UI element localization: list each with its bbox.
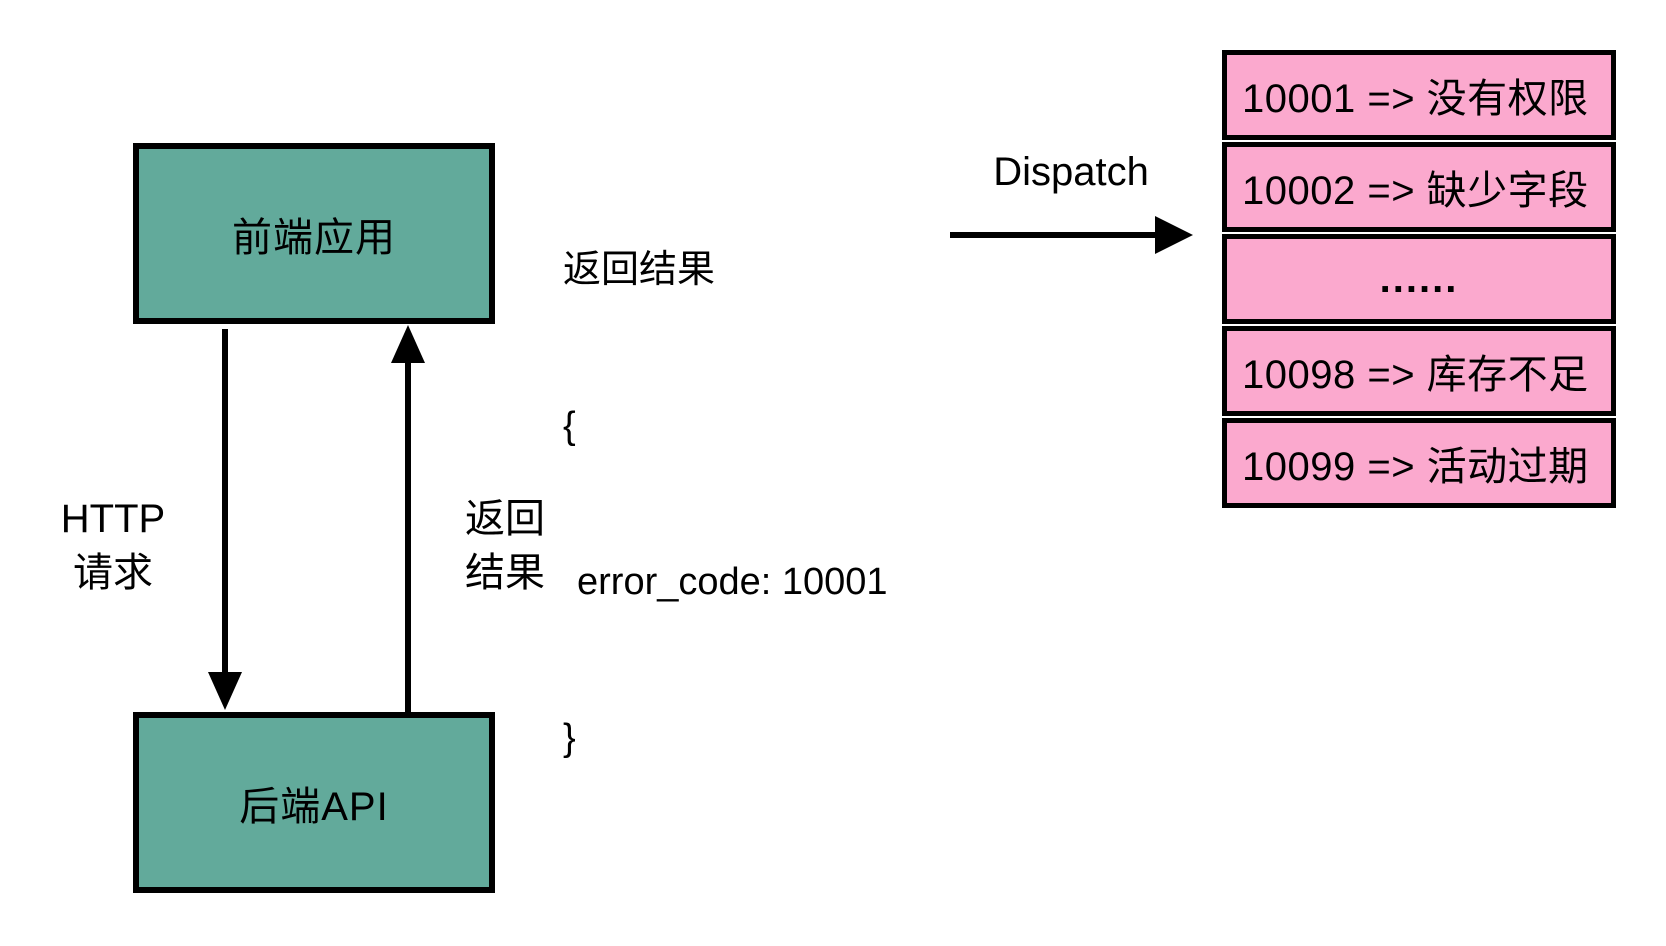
dispatch-arrow-line [950,232,1157,238]
http-request-arrowhead-icon [208,672,242,710]
http-request-arrow-line [222,329,228,674]
table-row-ellipsis: ...... [1222,234,1616,324]
return-result-arrowhead-icon [391,325,425,363]
table-row: 10098 => 库存不足 [1222,326,1616,416]
response-snippet-open-brace: { [563,405,576,447]
table-row: 10099 => 活动过期 [1222,418,1616,508]
return-result-arrow-line [405,361,411,712]
http-request-arrow-label: HTTP 请求 [28,492,198,600]
backend-api-box: 后端API [133,712,495,893]
backend-api-label: 后端API [239,784,389,829]
table-row: 10002 => 缺少字段 [1222,142,1616,232]
frontend-app-label: 前端应用 [232,215,396,260]
dispatch-arrow-label: Dispatch [993,150,1149,194]
frontend-app-box: 前端应用 [133,143,495,324]
http-request-label-line2: 请求 [73,551,153,595]
return-result-arrow-label: 返回 结果 [420,492,590,600]
dispatch-arrowhead-icon [1155,216,1193,254]
http-request-label-line1: HTTP [60,497,166,541]
response-snippet-body: error_code: 10001 [577,561,888,603]
response-snippet-close-brace: } [563,717,576,759]
return-result-label-line2: 结果 [465,551,545,595]
error-code-table: 10001 => 没有权限 10002 => 缺少字段 ...... 10098… [1222,50,1616,508]
response-snippet-title: 返回结果 [563,249,716,291]
return-result-label-line1: 返回 [465,497,545,541]
response-snippet: 返回结果 { error_code: 10001 } [563,140,888,868]
table-row: 10001 => 没有权限 [1222,50,1616,140]
